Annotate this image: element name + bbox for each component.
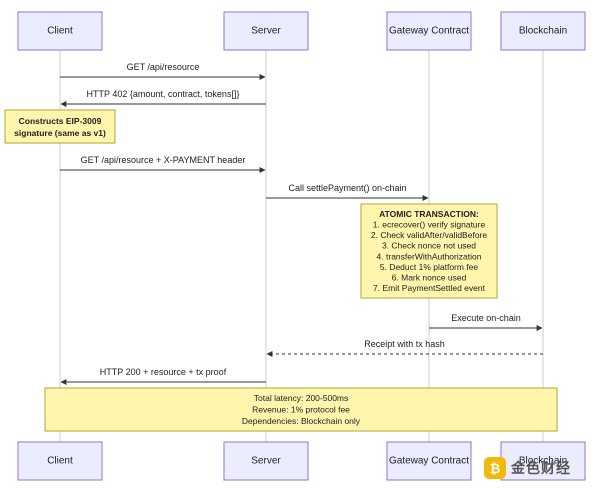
actor-client-top: Client	[17, 11, 103, 51]
actor-label: Blockchain	[519, 26, 567, 37]
message-7: HTTP 200 + resource + tx proof	[60, 367, 266, 385]
actor-server-top: Server	[223, 11, 309, 51]
note-2: ATOMIC TRANSACTION:1. ecrecover() verify…	[360, 203, 498, 299]
actor-box	[386, 11, 472, 51]
actor-label: Client	[47, 456, 73, 467]
actor-box	[500, 11, 586, 51]
note-line: Dependencies: Blockchain only	[242, 416, 361, 426]
actor-label: Gateway Contract	[389, 26, 469, 37]
note-line: Total latency: 200-500ms	[254, 393, 349, 403]
message-label: Call settlePayment() on-chain	[288, 183, 406, 193]
message-label: HTTP 402 {amount, contract, tokens[]}	[87, 89, 240, 99]
note-box	[360, 203, 498, 299]
note-line: 5. Deduct 1% platform fee	[380, 262, 479, 272]
actor-box	[500, 441, 586, 481]
actor-blockchain-bottom: Blockchain	[500, 441, 586, 481]
actor-gateway-bottom: Gateway Contract	[386, 441, 472, 481]
note-box	[4, 109, 116, 144]
actor-label: Gateway Contract	[389, 456, 469, 467]
actor-label: Server	[251, 456, 281, 467]
message-5: Execute on-chain	[429, 313, 543, 331]
message-2: HTTP 402 {amount, contract, tokens[]}	[60, 89, 266, 107]
actor-box	[386, 441, 472, 481]
message-label: Receipt with tx hash	[364, 339, 445, 349]
note-line: 6. Mark nonce used	[392, 272, 467, 282]
message-label: GET /api/resource + X-PAYMENT header	[81, 155, 246, 165]
note-line: 7. Emit PaymentSettled event	[373, 283, 486, 293]
note-line: 1. ecrecover() verify signature	[373, 219, 486, 229]
watermark: ₿ 金色财经	[484, 454, 596, 482]
actor-box	[17, 441, 103, 481]
message-4: Call settlePayment() on-chain	[266, 183, 429, 201]
actor-gateway-top: Gateway Contract	[386, 11, 472, 51]
message-1: GET /api/resource	[60, 62, 266, 80]
note-line: ATOMIC TRANSACTION:	[379, 209, 479, 219]
actor-label: Client	[47, 26, 73, 37]
note-box	[44, 387, 558, 432]
message-label: HTTP 200 + resource + tx proof	[100, 367, 227, 377]
message-label: GET /api/resource	[127, 62, 200, 72]
watermark-text: 金色财经	[511, 461, 571, 477]
message-3: GET /api/resource + X-PAYMENT header	[60, 155, 266, 173]
actor-box	[223, 11, 309, 51]
actor-client-bottom: Client	[17, 441, 103, 481]
note-line: 4. transferWithAuthorization	[377, 251, 482, 261]
note-line: 3. Check nonce not used	[382, 241, 476, 251]
actor-blockchain-top: Blockchain	[500, 11, 586, 51]
jinse-logo-icon: ₿	[484, 457, 506, 479]
actor-label: Blockchain	[519, 456, 567, 467]
actor-server-bottom: Server	[223, 441, 309, 481]
actor-label: Server	[251, 26, 281, 37]
actor-box	[17, 11, 103, 51]
note-line: Constructs EIP-3009	[19, 116, 102, 126]
note-line: Revenue: 1% protocol fee	[252, 405, 350, 415]
note-1: Constructs EIP-3009 signature (same as v1…	[4, 109, 116, 144]
message-6: Receipt with tx hash	[266, 339, 543, 357]
note-line: signature (same as v1)	[14, 128, 106, 138]
message-label: Execute on-chain	[451, 313, 521, 323]
actor-box	[223, 441, 309, 481]
note-line: 2. Check validAfter/validBefore	[371, 230, 487, 240]
